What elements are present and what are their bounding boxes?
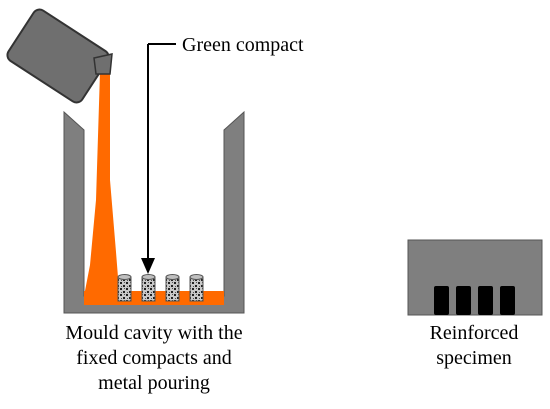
pointer-arrow-head <box>141 258 155 274</box>
specimen-insert <box>456 286 471 315</box>
molten-metal-stream <box>84 72 119 296</box>
specimen-insert <box>434 286 449 315</box>
specimen-inserts-group <box>434 286 515 315</box>
reinforced-caption-line-2: specimen <box>436 347 512 369</box>
specimen-insert <box>478 286 493 315</box>
green-compact <box>189 274 204 302</box>
mould-container <box>63 110 245 314</box>
mould-caption-line-3: metal pouring <box>98 372 210 394</box>
specimen-insert <box>500 286 515 315</box>
reinforced-specimen-block <box>407 239 543 316</box>
green-compact <box>117 274 132 302</box>
mould-caption-line-2: fixed compacts and <box>76 347 232 369</box>
ladle-spout <box>93 53 113 75</box>
mould-caption-line-1: Mould cavity with the <box>65 322 242 344</box>
green-compact-label: Green compact <box>182 34 304 56</box>
green-compacts-group <box>117 274 204 302</box>
green-compact <box>141 274 156 302</box>
green-compact <box>165 274 180 302</box>
pouring-ladle <box>6 8 110 104</box>
reinforced-caption-line-1: Reinforced <box>430 322 519 344</box>
